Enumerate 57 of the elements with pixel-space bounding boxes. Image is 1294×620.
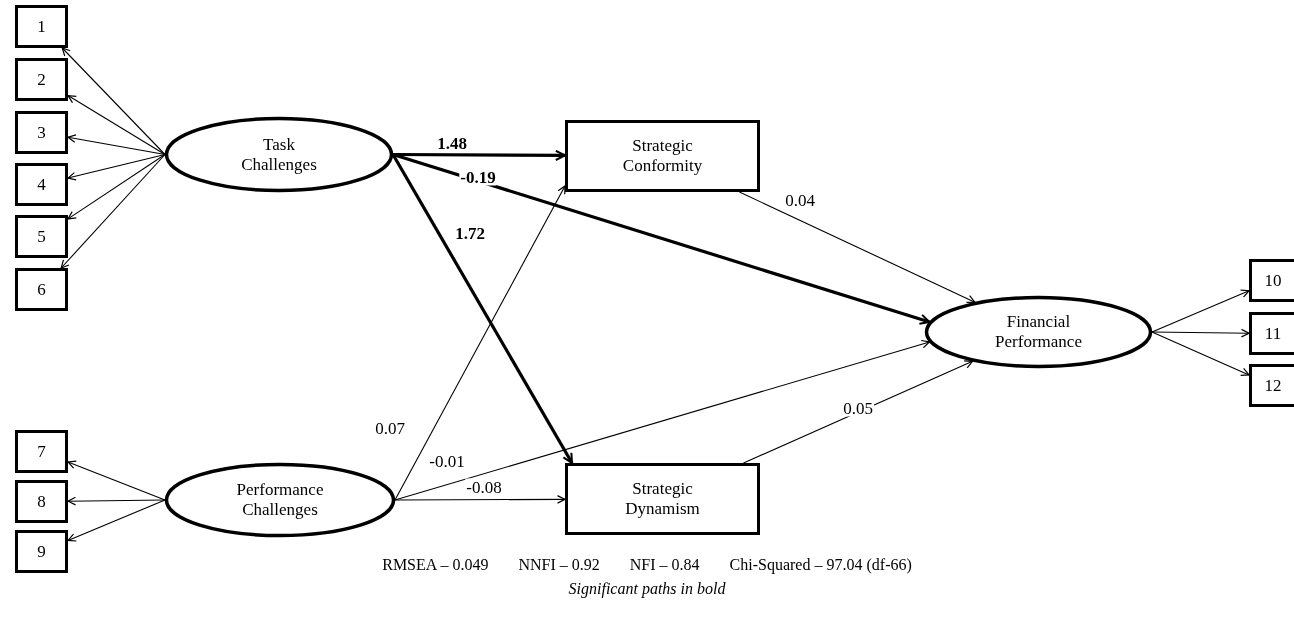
fit-statistic: Chi-Squared – 97.04 (df-66) [729,556,912,574]
node-label: 6 [36,279,47,300]
node-label: Performance Challenges [235,480,325,520]
fit-statistic: RMSEA – 0.049 [382,556,489,574]
fit-statistic: NFI – 0.84 [629,556,700,574]
node-label: Task Challenges [240,134,318,175]
node-label: Strategic Dynamism [624,479,701,519]
variable-box [15,530,68,573]
variable-box [15,480,68,523]
latent-variable-ellipse [165,117,393,192]
variable-box [15,111,68,154]
latent-variable-ellipse [925,296,1152,368]
variable-box [15,215,68,258]
node-label: 5 [36,226,47,247]
node-label: Strategic Conformity [621,136,704,176]
node-label: 1 [36,16,47,37]
path-arrow [67,134,166,156]
path-arrow [67,460,166,501]
node-label: 9 [36,541,47,562]
path-arrow [67,95,166,156]
variable-box [15,58,68,101]
variable-box [15,268,68,311]
path-arrow [67,496,166,506]
path-arrow [1151,331,1250,376]
fit-statistic: NNFI – 0.92 [518,556,600,574]
path-coefficient: -0.08 [465,478,503,496]
node-label: 10 [1263,270,1283,291]
variable-box [565,120,760,192]
path-arrow [67,499,166,542]
path-arrow [1151,289,1250,333]
path-arrow [394,185,566,501]
variable-box [1249,364,1294,407]
path-arrow [67,153,166,220]
node-label: 2 [36,69,47,90]
variable-box [1249,312,1294,355]
node-label: 8 [36,491,47,512]
node-label: Financial Performance [994,312,1083,352]
path-arrow [393,149,566,161]
node-label: 4 [36,174,47,195]
latent-variable-ellipse [165,463,395,537]
path-arrow [1151,328,1250,338]
variable-box [15,163,68,206]
path-arrow [738,191,976,303]
variable-box [15,430,68,473]
node-label: 11 [1263,323,1283,344]
path-arrow [391,153,574,464]
path-arrow [394,495,566,504]
path-arrow [61,47,166,156]
path-arrow [60,153,166,269]
variable-box [1249,259,1294,302]
variable-box [15,5,68,48]
node-label: 12 [1263,375,1283,396]
node-label: 7 [36,441,47,462]
path-arrow [67,153,166,181]
node-label: 3 [36,122,47,143]
caption: Significant paths in bold [567,580,727,598]
variable-box [565,463,760,535]
